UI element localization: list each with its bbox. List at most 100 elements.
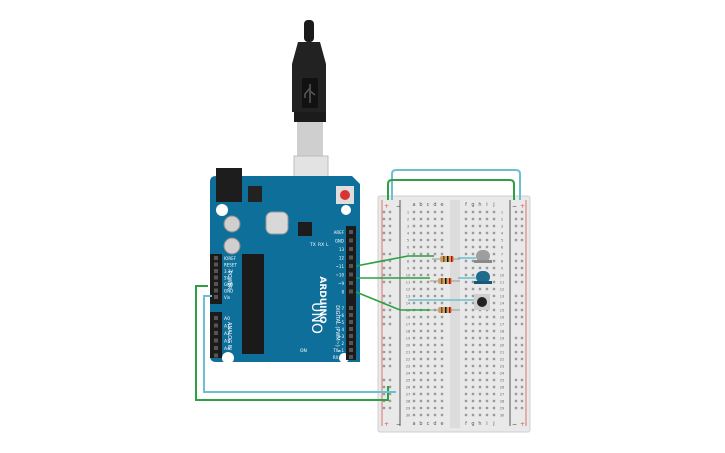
breadboard-hole[interactable] xyxy=(471,210,475,214)
breadboard-hole[interactable] xyxy=(471,308,475,312)
rail-hole[interactable] xyxy=(520,364,524,368)
breadboard-hole[interactable] xyxy=(464,329,468,333)
breadboard-hole[interactable] xyxy=(419,231,423,235)
breadboard-hole[interactable] xyxy=(464,238,468,242)
rail-hole[interactable] xyxy=(382,357,386,361)
breadboard-hole[interactable] xyxy=(419,336,423,340)
breadboard-hole[interactable] xyxy=(426,385,430,389)
rail-hole[interactable] xyxy=(388,343,392,347)
breadboard-hole[interactable] xyxy=(485,231,489,235)
breadboard-hole[interactable] xyxy=(419,266,423,270)
breadboard-hole[interactable] xyxy=(485,238,489,242)
breadboard-hole[interactable] xyxy=(412,385,416,389)
rail-hole[interactable] xyxy=(382,364,386,368)
breadboard-hole[interactable] xyxy=(464,266,468,270)
breadboard-hole[interactable] xyxy=(464,406,468,410)
rail-hole[interactable] xyxy=(514,273,518,277)
rail-hole[interactable] xyxy=(382,224,386,228)
header-pin[interactable] xyxy=(349,327,353,331)
breadboard-hole[interactable] xyxy=(478,329,482,333)
breadboard-hole[interactable] xyxy=(471,273,475,277)
rail-hole[interactable] xyxy=(520,259,524,263)
breadboard-hole[interactable] xyxy=(478,399,482,403)
breadboard-hole[interactable] xyxy=(471,364,475,368)
breadboard-hole[interactable] xyxy=(433,245,437,249)
breadboard-hole[interactable] xyxy=(471,357,475,361)
breadboard-hole[interactable] xyxy=(426,399,430,403)
breadboard-hole[interactable] xyxy=(478,224,482,228)
breadboard-hole[interactable] xyxy=(419,217,423,221)
breadboard-hole[interactable] xyxy=(440,245,444,249)
breadboard-hole[interactable] xyxy=(426,322,430,326)
breadboard-hole[interactable] xyxy=(419,224,423,228)
breadboard-hole[interactable] xyxy=(485,378,489,382)
breadboard-hole[interactable] xyxy=(471,350,475,354)
breadboard-hole[interactable] xyxy=(426,371,430,375)
rail-hole[interactable] xyxy=(388,231,392,235)
header-pin[interactable] xyxy=(349,247,353,251)
breadboard-hole[interactable] xyxy=(440,357,444,361)
rail-hole[interactable] xyxy=(514,308,518,312)
rail-hole[interactable] xyxy=(382,280,386,284)
breadboard-hole[interactable] xyxy=(433,273,437,277)
rail-hole[interactable] xyxy=(388,406,392,410)
header-pin[interactable] xyxy=(214,323,218,328)
breadboard-hole[interactable] xyxy=(412,231,416,235)
rail-hole[interactable] xyxy=(520,350,524,354)
rail-hole[interactable] xyxy=(388,399,392,403)
rail-hole[interactable] xyxy=(514,259,518,263)
breadboard-hole[interactable] xyxy=(492,343,496,347)
breadboard-hole[interactable] xyxy=(419,210,423,214)
breadboard-hole[interactable] xyxy=(412,357,416,361)
breadboard-hole[interactable] xyxy=(426,392,430,396)
rail-hole[interactable] xyxy=(388,266,392,270)
breadboard-hole[interactable] xyxy=(478,385,482,389)
header-pin[interactable] xyxy=(214,262,218,267)
rail-hole[interactable] xyxy=(514,210,518,214)
breadboard-hole[interactable] xyxy=(485,315,489,319)
rail-hole[interactable] xyxy=(520,224,524,228)
breadboard-hole[interactable] xyxy=(464,301,468,305)
breadboard-hole[interactable] xyxy=(485,371,489,375)
breadboard-hole[interactable] xyxy=(471,322,475,326)
breadboard-hole[interactable] xyxy=(471,406,475,410)
rail-hole[interactable] xyxy=(514,392,518,396)
breadboard-hole[interactable] xyxy=(433,252,437,256)
breadboard-hole[interactable] xyxy=(492,231,496,235)
breadboard-hole[interactable] xyxy=(419,371,423,375)
breadboard-hole[interactable] xyxy=(492,294,496,298)
breadboard-hole[interactable] xyxy=(433,364,437,368)
breadboard-hole[interactable] xyxy=(419,406,423,410)
rail-hole[interactable] xyxy=(514,322,518,326)
header-pin[interactable] xyxy=(214,331,218,335)
breadboard-hole[interactable] xyxy=(464,357,468,361)
breadboard-hole[interactable] xyxy=(426,259,430,263)
breadboard-hole[interactable] xyxy=(478,371,482,375)
breadboard-hole[interactable] xyxy=(464,231,468,235)
breadboard-hole[interactable] xyxy=(426,329,430,333)
breadboard-hole[interactable] xyxy=(419,315,423,319)
breadboard-hole[interactable] xyxy=(485,336,489,340)
breadboard-hole[interactable] xyxy=(433,280,437,284)
breadboard-hole[interactable] xyxy=(433,238,437,242)
breadboard-hole[interactable] xyxy=(440,378,444,382)
breadboard-hole[interactable] xyxy=(471,315,475,319)
breadboard-hole[interactable] xyxy=(412,224,416,228)
breadboard-hole[interactable] xyxy=(485,364,489,368)
breadboard-hole[interactable] xyxy=(426,301,430,305)
breadboard-hole[interactable] xyxy=(440,385,444,389)
breadboard-hole[interactable] xyxy=(412,315,416,319)
reset-button-cap[interactable] xyxy=(340,190,350,200)
breadboard-hole[interactable] xyxy=(471,343,475,347)
rail-hole[interactable] xyxy=(382,231,386,235)
rail-hole[interactable] xyxy=(382,392,386,396)
header-pin[interactable] xyxy=(349,238,353,243)
rail-hole[interactable] xyxy=(388,238,392,242)
breadboard-hole[interactable] xyxy=(464,252,468,256)
rail-hole[interactable] xyxy=(520,315,524,319)
arduino-uno-board[interactable]: ARDUINO UNO POWER ANALOG IN DIGITAL (PWM… xyxy=(210,168,360,364)
breadboard-hole[interactable] xyxy=(426,294,430,298)
rail-hole[interactable] xyxy=(514,238,518,242)
breadboard-hole[interactable] xyxy=(471,371,475,375)
header-pin[interactable] xyxy=(349,272,353,277)
